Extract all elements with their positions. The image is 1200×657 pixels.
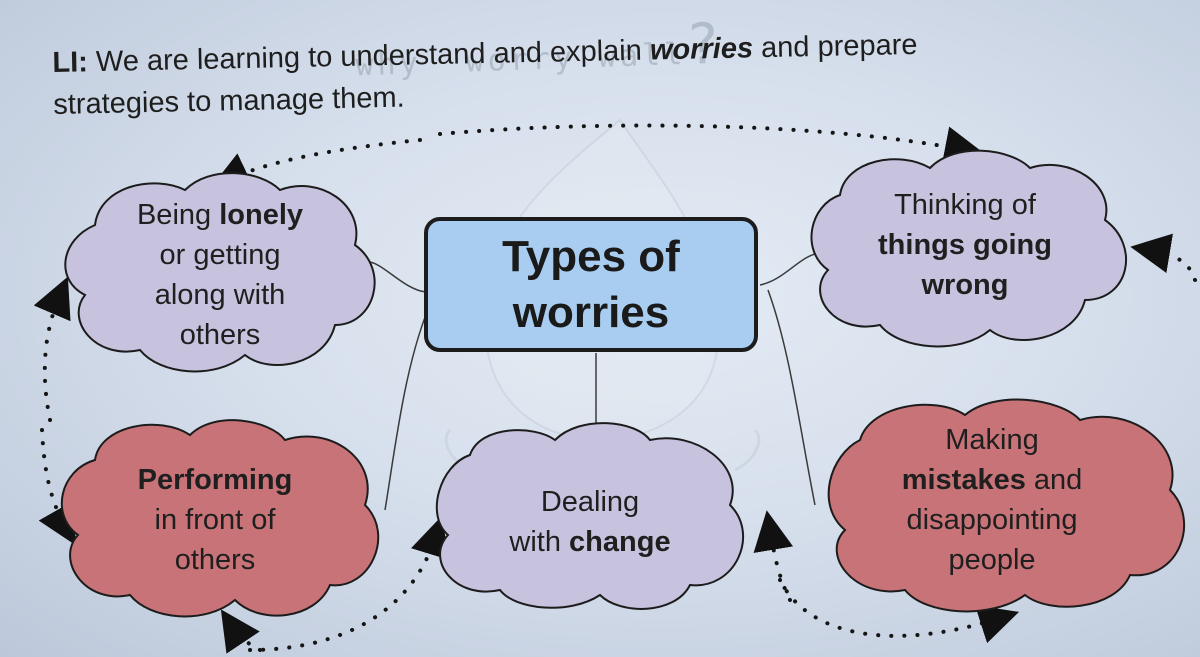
cycle-arrow-bottom-left-back — [220, 609, 262, 654]
worry-mistakes-text: Making mistakes and disappointing people — [901, 424, 1083, 576]
connector-lines — [369, 252, 821, 511]
lesson-intention-emphasis: worries — [649, 32, 754, 67]
worry-performing-text: Performing in front of others — [137, 464, 293, 576]
cloud-performing — [60, 419, 380, 618]
cycle-arrows — [33, 123, 1197, 654]
cycle-arrow-bottom-right — [778, 578, 1020, 644]
worry-change-text: Dealing with change — [509, 486, 671, 558]
lesson-intention-text-after: and prepare — [760, 28, 918, 65]
cycle-arrow-top-left — [209, 138, 422, 190]
cycle-arrow-top — [438, 123, 985, 166]
worry-lonely-text: Being lonely or getting along with other… — [136, 199, 304, 351]
cycle-arrow-bottom-right-back — [753, 510, 794, 602]
title-line-1: Types of — [502, 231, 680, 281]
lesson-intention-text: We are learning to understand and explai… — [95, 34, 643, 79]
types-of-worries-title-box: Types of worries — [424, 217, 758, 352]
cycle-arrow-right — [1130, 233, 1197, 282]
cloud-mistakes — [827, 398, 1186, 613]
cloud-lonely — [64, 172, 376, 373]
lesson-intention-prefix: LI: — [52, 46, 89, 79]
worry-thinking-text: Thinking of things going wrong — [878, 189, 1052, 301]
lesson-intention-line2: strategies to manage them. — [52, 81, 405, 121]
title-line-2: worries — [512, 287, 670, 337]
cycle-arrow-left-lower — [38, 428, 76, 546]
cycle-arrow-bottom-left — [248, 515, 450, 652]
cloud-change — [435, 422, 745, 610]
cloud-thinking — [810, 149, 1128, 348]
cycle-arrow-left-upper — [33, 276, 71, 422]
